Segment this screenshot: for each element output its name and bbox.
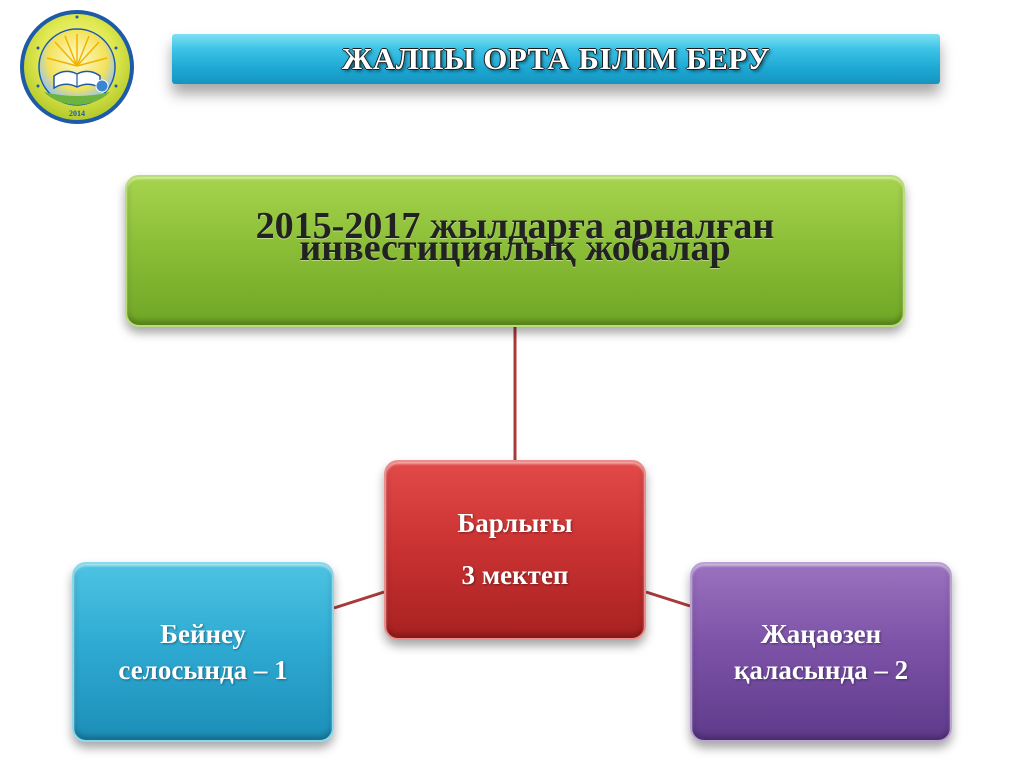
title-banner: ЖАЛПЫ ОРТА БІЛІМ БЕРУ: [172, 34, 940, 84]
left-node-line2: селосында – 1: [118, 655, 288, 685]
root-node: 2015-2017 жылдарға арналған инвестициялы…: [125, 175, 905, 327]
center-node-line2: 3 мектеп: [461, 560, 569, 590]
root-node-line2: инвестициялық жобалар: [299, 227, 731, 269]
right-node-line2: қаласында – 2: [733, 655, 909, 685]
root-node-line1: 2015-2017 жылдарға арналған: [255, 205, 775, 247]
left-node-line1: Бейнеу: [160, 619, 246, 649]
left-node: Бейнеу селосында – 1: [72, 562, 334, 742]
organization-logo: 2014: [20, 10, 134, 124]
right-node: Жаңаөзен қаласында – 2: [690, 562, 952, 742]
logo-year: 2014: [69, 109, 85, 118]
connector-center-to-left: [333, 590, 385, 610]
ring-dots-decoration: [36, 15, 118, 88]
sun-rays-icon: [46, 34, 108, 67]
right-node-line1: Жаңаөзен: [760, 619, 882, 649]
center-node: Барлығы 3 мектеп: [384, 460, 646, 640]
page-title: ЖАЛПЫ ОРТА БІЛІМ БЕРУ: [341, 41, 771, 76]
globe-icon: [95, 79, 109, 93]
ground-shape: [44, 92, 110, 105]
connector-center-to-right: [645, 590, 691, 608]
center-node-line1: Барлығы: [457, 508, 573, 538]
